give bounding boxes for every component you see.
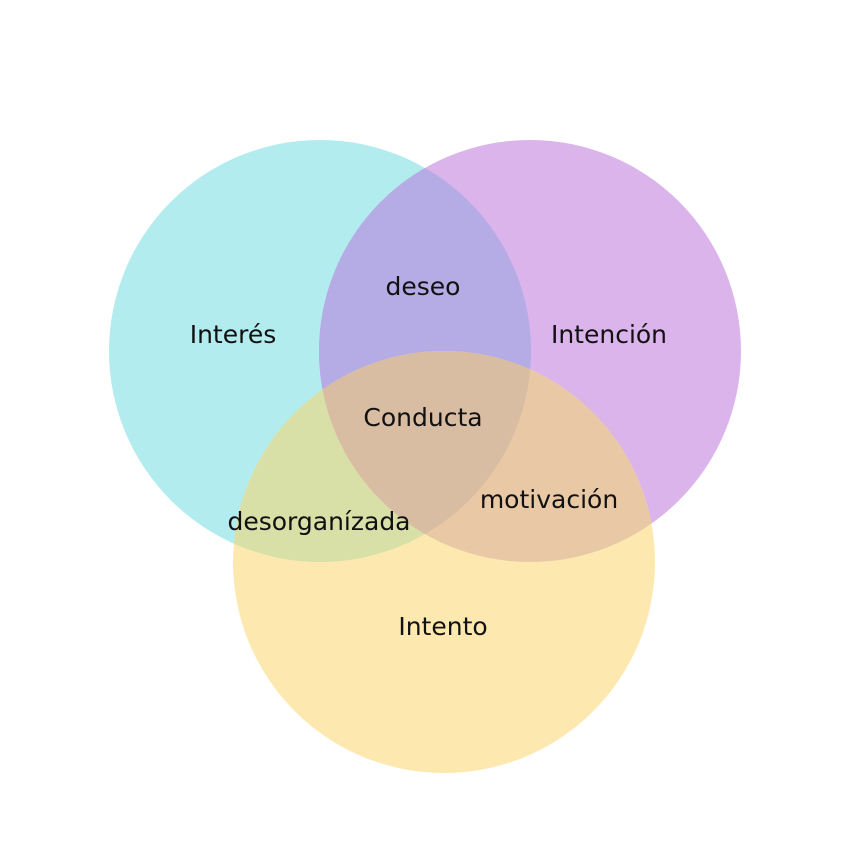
intento-label: Intento bbox=[398, 612, 487, 641]
conducta-label: Conducta bbox=[363, 403, 482, 432]
desorganizada-label: desorganízada bbox=[227, 507, 410, 536]
motivacion-label: motivación bbox=[480, 485, 618, 514]
intencion-label: Intención bbox=[551, 320, 667, 349]
deseo-label: deseo bbox=[386, 272, 461, 301]
interes-intento-overlap bbox=[233, 351, 531, 562]
interes-label: Interés bbox=[190, 320, 277, 349]
